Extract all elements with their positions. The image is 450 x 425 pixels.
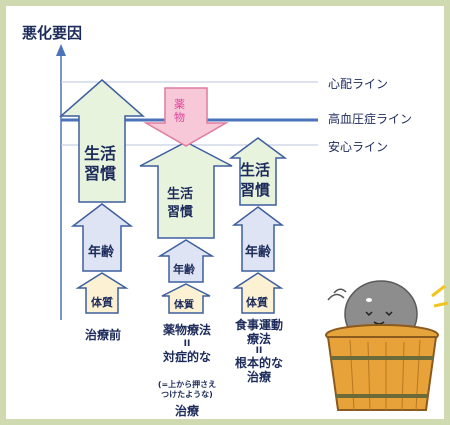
- steam-icon-2: [333, 288, 347, 294]
- tub-plank-5: [415, 339, 421, 411]
- diet-age-label: 年齢: [245, 245, 272, 260]
- drug-column-label: 薬物療法 II 対症的な: [146, 322, 228, 366]
- drug-pressure-arrow: [143, 87, 229, 147]
- drug-lifestyle-arrow: [139, 141, 233, 239]
- drug-lifestyle-label: 生活 習慣: [167, 186, 193, 222]
- diagram-title: 悪化要因: [22, 24, 83, 42]
- left-eye-icon: [365, 311, 373, 317]
- danger-line-label: 心配ライン: [328, 77, 389, 91]
- diet-lifestyle-arrow: [228, 137, 288, 206]
- before-lifestyle-arrow: [59, 79, 145, 203]
- drug-age-arrow: [157, 239, 215, 283]
- diet-constitution-arrow: [232, 272, 284, 314]
- sparkle-icon: [431, 284, 446, 298]
- drug-arrow-line2: 物: [174, 111, 185, 124]
- head-highlight: [366, 298, 372, 302]
- sparkle-icon-2: [433, 301, 449, 308]
- tub-plank-2: [367, 341, 371, 411]
- diet-label-line2: 療法: [246, 332, 271, 346]
- safe-line-label: 安心ライン: [328, 140, 389, 154]
- drug-lifestyle-line2: 習慣: [167, 205, 194, 220]
- diet-label-line4: 根本的な: [234, 356, 283, 370]
- diet-age-arrow: [231, 206, 285, 272]
- before-lifestyle-line1: 生活: [84, 144, 117, 163]
- diet-lifestyle-label: 生活 習慣: [240, 160, 270, 200]
- diet-lifestyle-line2: 習慣: [240, 181, 271, 199]
- drug-label-line3: 対症的な: [162, 350, 211, 364]
- mouth-icon: [373, 321, 385, 325]
- drug-arrow-line1: 薬: [174, 98, 185, 111]
- diet-label-line1: 食事運動: [234, 318, 283, 332]
- drug-age-label: 年齢: [173, 263, 195, 276]
- diet-lifestyle-line1: 生活: [240, 161, 271, 179]
- steam-icon: [327, 293, 345, 301]
- drug-lifestyle-line1: 生活: [167, 187, 194, 202]
- drug-note-line1: (=上から押さえ: [157, 380, 217, 389]
- drug-constitution-arrow: [161, 283, 211, 314]
- before-lifestyle-label: 生活 習慣: [84, 144, 116, 184]
- drug-label-line1: 薬物療法: [162, 323, 211, 337]
- diet-label-line5: 治療: [246, 370, 271, 384]
- drug-arrow-label: 薬 物: [174, 98, 185, 124]
- drug-column-note: (=上から押さえ つけたような): [146, 380, 228, 400]
- tub-plank-4: [401, 341, 405, 411]
- hypertension-line-label: 高血圧症ライン: [328, 112, 413, 126]
- diet-label-line3: II: [255, 346, 263, 356]
- drug-note-line2: つけたような): [161, 390, 213, 399]
- drug-label-line2: II: [183, 339, 191, 349]
- diet-constitution-label: 体質: [246, 296, 268, 309]
- before-lifestyle-line2: 習慣: [84, 164, 117, 183]
- bath-illustration: [325, 280, 449, 411]
- before-constitution-arrow: [75, 272, 129, 314]
- diet-column-label: 食事運動 療法 II 根本的な 治療: [224, 318, 294, 384]
- right-eye-icon: [385, 311, 393, 317]
- drug-constitution-label: 体質: [174, 300, 194, 311]
- before-age-label: 年齢: [88, 245, 115, 260]
- tub-plank: [349, 339, 355, 411]
- drug-column-final: 治療: [174, 404, 199, 418]
- before-constitution-label: 体質: [91, 296, 113, 309]
- tub-body: [326, 336, 438, 411]
- before-age-arrow: [70, 203, 134, 272]
- y-axis-arrowhead: [56, 44, 66, 56]
- before-column-label: 治療前: [84, 328, 121, 342]
